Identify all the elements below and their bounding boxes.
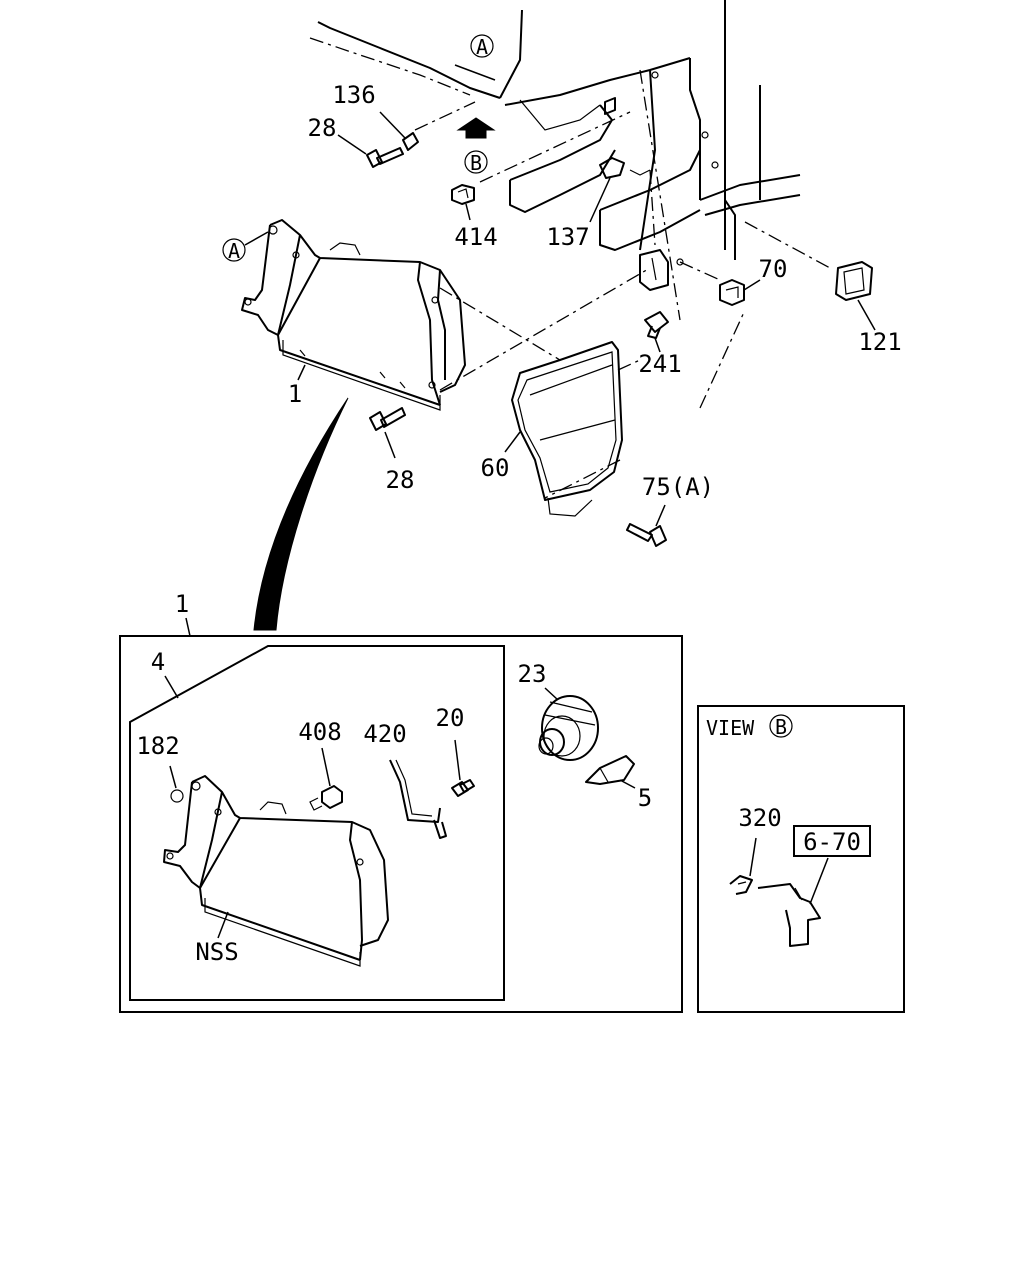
part-20-screw: 20 — [436, 704, 475, 797]
part-28-bolt-bottom: 28 — [369, 407, 415, 494]
part-137-grommet: 137 — [546, 157, 625, 251]
part-182-ring: 182 — [136, 732, 184, 803]
label-28-bottom: 28 — [386, 466, 415, 494]
part-121-pad: 121 — [835, 261, 902, 356]
callout-a-top: A — [454, 34, 496, 81]
label-420: 420 — [363, 720, 406, 748]
label-121: 121 — [858, 328, 901, 356]
label-nss: NSS — [195, 938, 238, 966]
label-28-top: 28 — [308, 114, 337, 142]
label-23: 23 — [518, 660, 547, 688]
part-136-washer: 136 — [332, 81, 419, 151]
label-5: 5 — [638, 784, 652, 812]
detail-box: 1 4 NSS 182 — [119, 590, 683, 1013]
part-420-bracket: 420 — [363, 720, 447, 839]
label-1: 1 — [288, 380, 302, 408]
part-70-clip: 70 — [719, 255, 788, 306]
label-137: 137 — [546, 223, 589, 251]
label-20: 20 — [436, 704, 465, 732]
label-182: 182 — [136, 732, 179, 760]
label-60: 60 — [481, 454, 510, 482]
ref-box-6-70 — [793, 825, 871, 857]
label-241: 241 — [638, 350, 681, 378]
callout-a-top-letter: A — [476, 35, 488, 59]
label-6-70: 6-70 — [803, 828, 861, 856]
lamp-housing-nss: NSS — [163, 775, 389, 967]
part-23-bulb-socket: 23 — [518, 660, 599, 761]
part-75a-screw: 75(A) — [626, 473, 714, 547]
bracket-ref-6-70: 6-70 — [757, 825, 871, 947]
label-414: 414 — [454, 223, 497, 251]
label-70: 70 — [759, 255, 788, 283]
part-414-clip: 414 — [451, 184, 498, 251]
view-b-title: VIEW — [706, 716, 755, 740]
callout-a-lamp: A — [222, 231, 269, 263]
view-b-box: VIEW B 320 6-70 — [697, 705, 905, 1013]
callout-b-top: B — [464, 150, 488, 175]
part-320-clip: 320 — [729, 804, 782, 895]
assembly-guide-lines — [414, 69, 831, 499]
callout-a-lamp-letter: A — [228, 239, 240, 263]
detail-pointer-arrow — [253, 397, 349, 631]
part-5-bulb: 5 — [585, 755, 652, 812]
part-408-socket: 408 — [298, 718, 343, 811]
label-408: 408 — [298, 718, 341, 746]
part-1-headlamp: 1 — [241, 219, 466, 411]
label-1-detail: 1 — [175, 590, 189, 618]
callout-b-view-letter: B — [775, 715, 787, 739]
part-60-corner-lamp: 60 — [481, 341, 623, 517]
label-4: 4 — [151, 648, 165, 676]
label-75a: 75(A) — [642, 473, 714, 501]
direction-arrow-icon — [456, 117, 496, 139]
callout-b-top-letter: B — [470, 151, 482, 175]
part-28-bolt-top: 28 — [308, 114, 404, 168]
label-320: 320 — [738, 804, 781, 832]
part-241-rivet: 241 — [638, 311, 682, 378]
label-136: 136 — [332, 81, 375, 109]
